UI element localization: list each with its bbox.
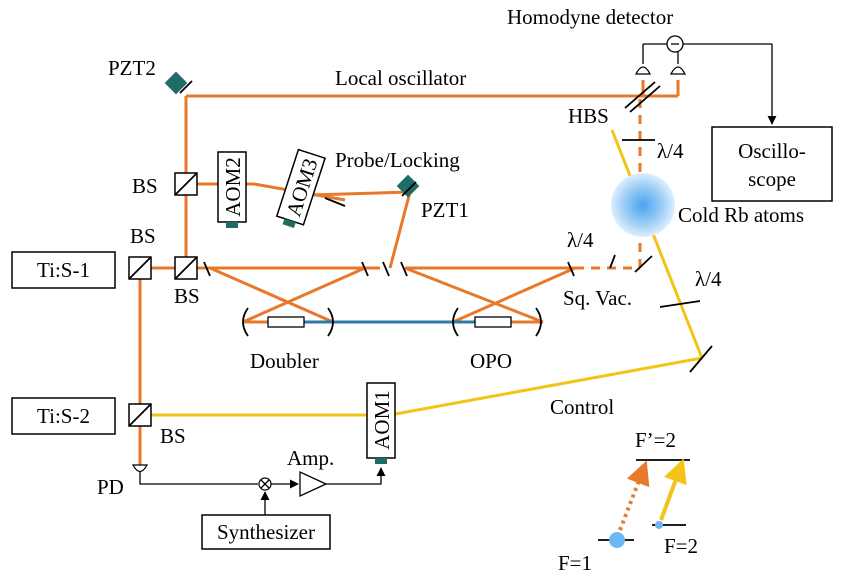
oscilloscope-label-1: Oscillo- [738,139,806,163]
homodyne-label: Homodyne detector [507,5,673,29]
bs-3 [128,256,152,280]
opo-label: OPO [470,349,512,373]
control-label: Control [550,395,614,419]
amp-label: Amp. [287,446,334,470]
aom1: AOM1 [366,382,396,464]
control-transition-arrow [659,458,687,521]
doubler-mirror-left [242,307,249,337]
wire-pd-mixer [139,472,258,485]
mirror-opo-in-1 [382,261,390,277]
bs-2 [174,256,198,280]
wire-amp-aom1 [326,467,386,485]
bs-1 [174,172,198,196]
pd-label: PD [97,475,124,499]
aom1-label: AOM1 [370,390,394,450]
mirror-doubler-out [361,261,369,277]
bs-label-4: BS [160,424,186,448]
mirror-sq-vac-2 [634,255,653,273]
mirror-opo-in-2 [400,261,408,277]
doubler-crystal [267,316,305,328]
f1-population-dot [609,532,625,548]
opo-crystal [474,316,512,328]
tis2-label: Ti:S-2 [37,404,90,428]
oscilloscope-box [711,126,833,202]
probe-locking-label: Probe/Locking [335,148,460,172]
mirror-control [689,345,713,373]
level-f1-label: F=1 [558,551,592,575]
f2-population-dot [655,521,663,529]
beam-control-2 [610,129,704,359]
doubler-mirror-right [327,307,334,337]
aom2: AOM2 [217,151,247,228]
mirror-sq-vac-1 [609,254,616,269]
hbs-label: HBS [568,104,609,128]
hbs-splitter [624,81,656,109]
mirror-doubler-in [203,261,211,277]
bs-label-1: BS [132,174,158,198]
pd-icon [131,464,149,473]
quarter-wave-top-label: λ/4 [657,139,684,163]
cold-atoms-cloud [611,173,675,237]
energy-levels [598,458,690,548]
bs-label-2: BS [130,224,156,248]
quarter-wave-mid-label: λ/4 [567,228,594,252]
doubler-label: Doubler [250,349,319,373]
amplifier-icon [299,470,328,498]
bs-label-3: BS [174,284,200,308]
cold-atoms-label: Cold Rb atoms [678,203,804,227]
mirror-probe [324,197,346,207]
opo-mirror-right [535,307,542,337]
tis2-box [11,397,116,435]
mirror-opo-out [567,261,575,277]
waveplate-right [659,300,701,308]
probe-transition-arrow [618,460,650,531]
oscilloscope-label-2: scope [748,167,796,191]
doubler-cavity [209,266,366,324]
sq-vac-label: Sq. Vac. [563,286,632,310]
synthesizer-label: Synthesizer [217,520,315,544]
aom2-label: AOM2 [221,157,245,217]
local-oscillator-label: Local oscillator [335,66,466,90]
tis1-label: Ti:S-1 [37,258,90,282]
tis1-box [11,251,116,289]
hbs-splitter-2 [629,85,661,113]
quarter-wave-right-label: λ/4 [695,267,722,291]
homodyne-detector [634,35,777,125]
level-f2-label: F=2 [664,534,698,558]
level-fp2-label: F’=2 [635,428,676,452]
pzt1 [396,174,420,198]
beam-pzt1-opo [388,191,412,269]
pzt2-label: PZT2 [108,56,156,80]
bs-4 [128,403,152,427]
pzt1-label: PZT1 [421,198,469,222]
opo-cavity [404,266,576,324]
opo-mirror-left [452,307,459,337]
beam-aom3-pzt1 [309,190,411,197]
pzt2 [164,71,193,95]
beam-control-1 [389,356,703,417]
synthesizer-box [201,514,331,550]
